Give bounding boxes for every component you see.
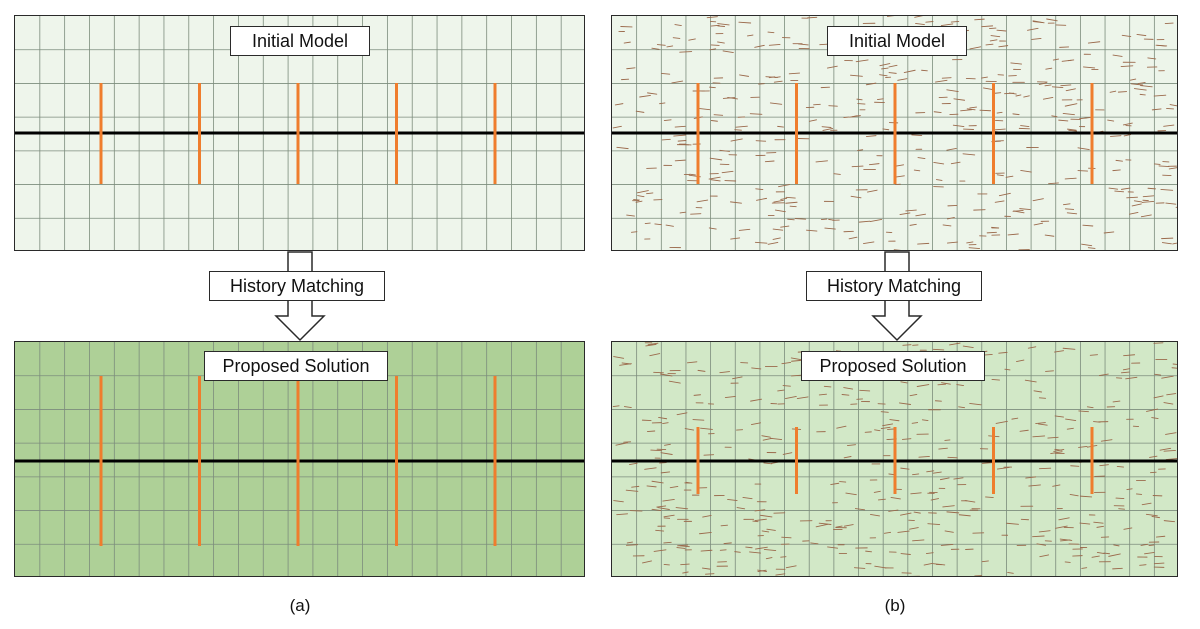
panel-b-initial-model-label: Initial Model xyxy=(827,26,967,56)
panel-b-proposed-natural-fractures xyxy=(612,342,1177,576)
panel-a-proposed-solution-label: Proposed Solution xyxy=(204,351,388,381)
panel-b-history-matching-label: History Matching xyxy=(806,271,982,301)
panel-b-proposed-solution-label: Proposed Solution xyxy=(801,351,985,381)
panel-b-initial-natural-fractures xyxy=(612,16,1177,250)
panel-a-proposed-solution xyxy=(14,341,585,577)
panel-a-proposed-solution-grid xyxy=(15,342,584,576)
panel-b-proposed-solution xyxy=(611,341,1178,577)
panel-b-proposed-solution-grid xyxy=(612,342,1177,576)
panel-b-caption: (b) xyxy=(884,596,906,615)
panel-a-caption: (a) xyxy=(289,596,311,615)
panel-a-history-matching-label: History Matching xyxy=(209,271,385,301)
panel-a-initial-model-label: Initial Model xyxy=(230,26,370,56)
